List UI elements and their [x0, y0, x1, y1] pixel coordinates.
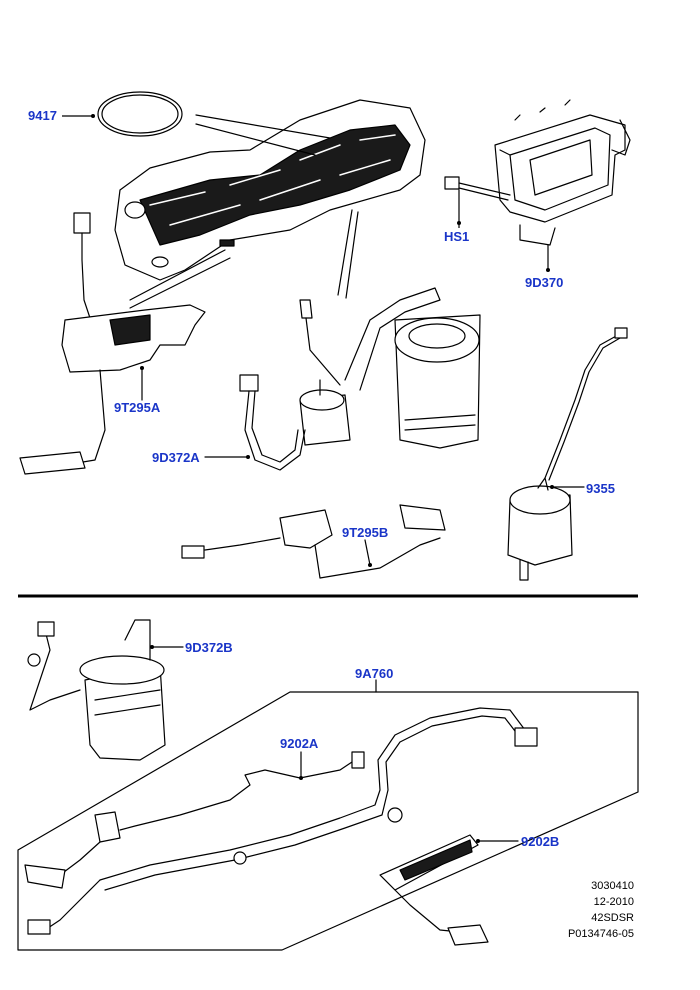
fuel-pump-control-module — [494, 99, 631, 246]
leader-line — [129, 257, 231, 309]
fuel-tank-seal-ring — [97, 91, 183, 137]
wiring-harness-9202a — [24, 751, 365, 889]
callout-9d370: 9D370 — [525, 275, 564, 290]
fuel-level-sender-a — [19, 212, 206, 475]
callout-9t295b: 9T295B — [342, 525, 389, 540]
callout-hs1: HS1 — [444, 229, 470, 244]
callout-9d372b: 9D372B — [185, 640, 233, 655]
leader-line — [337, 209, 353, 296]
reference-date: 12-2010 — [593, 896, 634, 908]
fuel-level-sender-b — [181, 504, 446, 579]
reference-number: 3030410 — [591, 880, 634, 892]
reference-model-code: 42SDSR — [591, 912, 634, 924]
leader-line — [364, 539, 371, 566]
bolt-hs1 — [444, 176, 511, 224]
fuel-line-assembly-9a760 — [27, 707, 538, 935]
fuel-level-sender-9202b — [379, 834, 489, 946]
leader-line — [345, 211, 359, 299]
callout-9d372a: 9D372A — [152, 450, 200, 465]
assembly-frame-9a760 — [17, 691, 639, 951]
fuel-line-9d372a — [239, 374, 306, 471]
fuel-pump-9d372b — [27, 619, 166, 761]
leader-line — [195, 114, 331, 139]
leader-line — [195, 123, 316, 156]
callout-9417: 9417 — [28, 108, 57, 123]
reference-block: 3030410 12-2010 42SDSR P0134746-05 — [514, 878, 634, 942]
fuel-filter-9355 — [507, 327, 628, 581]
fuel-pump-module — [299, 287, 481, 449]
callout-9202a: 9202A — [280, 736, 319, 751]
reference-illustration-id: P0134746-05 — [567, 928, 634, 940]
callout-9355: 9355 — [586, 481, 615, 496]
leader-line — [129, 249, 226, 301]
callout-9t295a: 9T295A — [114, 400, 161, 415]
callout-9202b: 9202B — [521, 834, 560, 849]
fuel-tank — [114, 99, 426, 281]
callout-9a760: 9A760 — [355, 666, 394, 681]
